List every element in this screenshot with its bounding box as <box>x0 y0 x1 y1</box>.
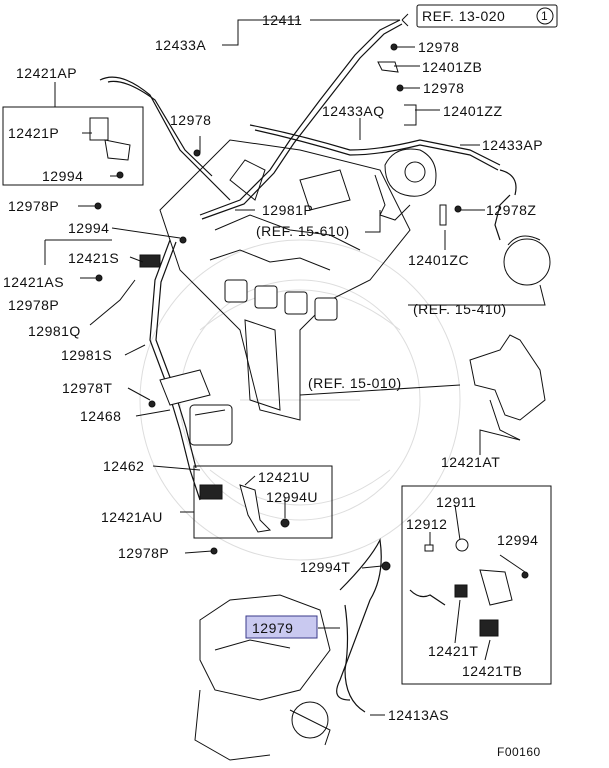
ref-13-020-circle-label: 1 <box>541 9 548 23</box>
label-12981P: 12981P <box>262 202 313 218</box>
label-12911: 12911 <box>436 494 476 510</box>
label-12912: 12912 <box>406 516 447 532</box>
connector-12421P <box>89 117 131 179</box>
label-12421AU: 12421AU <box>101 509 163 525</box>
label-12981S: 12981S <box>61 347 112 363</box>
label-12468: 12468 <box>80 408 121 424</box>
label-12978-c: 12978 <box>170 112 211 128</box>
label-12433AQ: 12433AQ <box>322 103 385 119</box>
label-ref-15-610: (REF. 15-610) <box>256 223 350 239</box>
harness-12421AP <box>99 76 231 201</box>
bracket-12401ZB <box>377 61 399 73</box>
label-12421AP: 12421AP <box>16 65 77 81</box>
clip-12978Z <box>454 205 462 213</box>
label-12978P-b: 12978P <box>8 297 59 313</box>
ref-13-020-box: REF. 13-020 1 <box>416 4 558 28</box>
label-12978-a: 12978 <box>418 39 459 55</box>
clip-12994-b <box>179 236 187 244</box>
label-ref-15-410: (REF. 15-410) <box>413 301 507 317</box>
label-12433AP: 12433AP <box>482 137 543 153</box>
harness-12981S-b <box>155 241 197 469</box>
label-12421T: 12421T <box>428 643 478 659</box>
bracket-12401ZZ <box>404 104 417 126</box>
hose-12413AS <box>344 604 366 713</box>
label-ref-15-010: (REF. 15-010) <box>308 375 402 391</box>
leader-lines <box>44 13 546 716</box>
label-12978Z: 12978Z <box>486 202 536 218</box>
box-12421AU <box>193 465 333 539</box>
label-12978-b: 12978 <box>423 80 464 96</box>
label-12978P-c: 12978P <box>118 545 169 561</box>
engine-assembly <box>159 139 411 421</box>
label-12421P: 12421P <box>8 125 59 141</box>
label-12421S: 12421S <box>68 250 119 266</box>
clip-12978T <box>148 400 156 408</box>
highlighted-part-12979[interactable]: 12979 <box>245 615 318 639</box>
label-12979: 12979 <box>252 620 293 636</box>
label-12978T: 12978T <box>62 380 112 396</box>
lower-engine <box>194 538 382 761</box>
harness-12433AQ <box>249 124 501 166</box>
label-12401ZC: 12401ZC <box>408 252 469 268</box>
label-12994T: 12994T <box>300 559 350 575</box>
label-12411: 12411 <box>262 12 302 28</box>
clip-12978P-b <box>95 274 103 282</box>
box-12421AP <box>2 106 144 186</box>
hose-12411-b <box>201 23 403 220</box>
clip-12978-c <box>193 149 201 157</box>
hose-top <box>499 169 517 196</box>
clip-12978P-a <box>94 202 102 210</box>
harness-12981S <box>149 239 201 501</box>
label-12994U: 12994U <box>266 489 318 505</box>
bracket-right <box>469 334 546 441</box>
harness-12433AQ-b <box>254 129 499 171</box>
label-12994-b: 12994 <box>68 220 109 236</box>
label-12994-a: 12994 <box>42 168 83 184</box>
label-12413AS: 12413AS <box>388 707 449 723</box>
label-12421AT: 12421AT <box>441 454 500 470</box>
canister <box>494 194 551 286</box>
label-12421AS: 12421AS <box>3 274 64 290</box>
label-12981Q: 12981Q <box>28 323 81 339</box>
hose-12411 <box>199 19 401 216</box>
bracket-12401ZC <box>439 204 447 226</box>
label-12433A: 12433A <box>155 37 206 53</box>
label-12401ZZ: 12401ZZ <box>443 103 503 119</box>
label-12462: 12462 <box>103 458 144 474</box>
connector-12421U <box>199 484 290 533</box>
label-12421U: 12421U <box>258 469 310 485</box>
throttle-body <box>374 148 437 221</box>
connector-12421T <box>409 538 529 637</box>
label-12978P-a: 12978P <box>8 198 59 214</box>
ref-13-020-label: REF. 13-020 <box>422 8 505 24</box>
connector-12421S <box>139 254 161 268</box>
label-12994-c: 12994 <box>497 532 538 548</box>
sensor-12468 <box>159 369 233 446</box>
label-12421TB: 12421TB <box>462 663 522 679</box>
figure-code: F00160 <box>497 745 541 759</box>
clip-12994T <box>381 561 391 571</box>
box-12421AT <box>401 485 552 685</box>
harness-12421AP-b <box>107 80 213 177</box>
label-12401ZB: 12401ZB <box>422 59 482 75</box>
